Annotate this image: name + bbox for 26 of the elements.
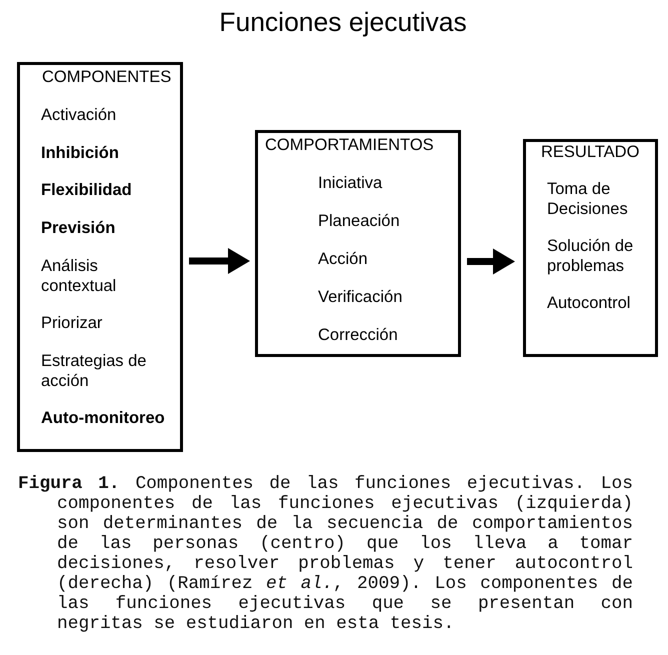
outlined-panel [255, 130, 461, 357]
block-arrow [189, 248, 250, 274]
list-item: Auto-monitoreo [41, 409, 166, 429]
list-item: Autocontrol [547, 294, 632, 314]
section-heading: RESULTADO [541, 143, 640, 163]
list-item: Activación [41, 106, 118, 126]
list-item: Previsión [41, 219, 116, 239]
list-item: Inhibición [41, 144, 120, 164]
outlined-panel [523, 139, 658, 357]
list-item: Análisis contextual [41, 257, 118, 296]
list-item: Corrección [318, 326, 399, 346]
list-item: Estrategias de acción [41, 352, 148, 392]
figure-caption: Figura 1. Componentes de las funciones ejecutivas. Los componentes de las funciones ejecutivas (izquierda) son determinantes de la secuencia de comportamientos de las personas (centro) que los lleva a tomar decisiones, resolver problemas y tener autocontrol (derecha) (Ramírez et al., 2009). Los componentes de las funciones ejecutivas que se presentan con negritas se estudiaron en esta tesis. [18, 474, 633, 634]
list-item: Priorizar [41, 314, 104, 334]
outlined-panel [17, 62, 183, 452]
list-item: Planeación [318, 212, 401, 232]
list-item: Solución de problemas [547, 237, 634, 276]
section-heading: COMPORTAMIENTOS [265, 136, 434, 156]
list-item: Acción [318, 250, 369, 270]
list-item: Flexibilidad [41, 181, 133, 201]
section-heading: COMPONENTES [42, 68, 172, 88]
list-item: Verificación [318, 288, 404, 308]
diagram-title: Funciones ejecutivas [218, 7, 468, 37]
block-arrow [467, 248, 515, 274]
list-item: Toma de Decisiones [547, 180, 629, 220]
list-item: Iniciativa [318, 174, 384, 194]
